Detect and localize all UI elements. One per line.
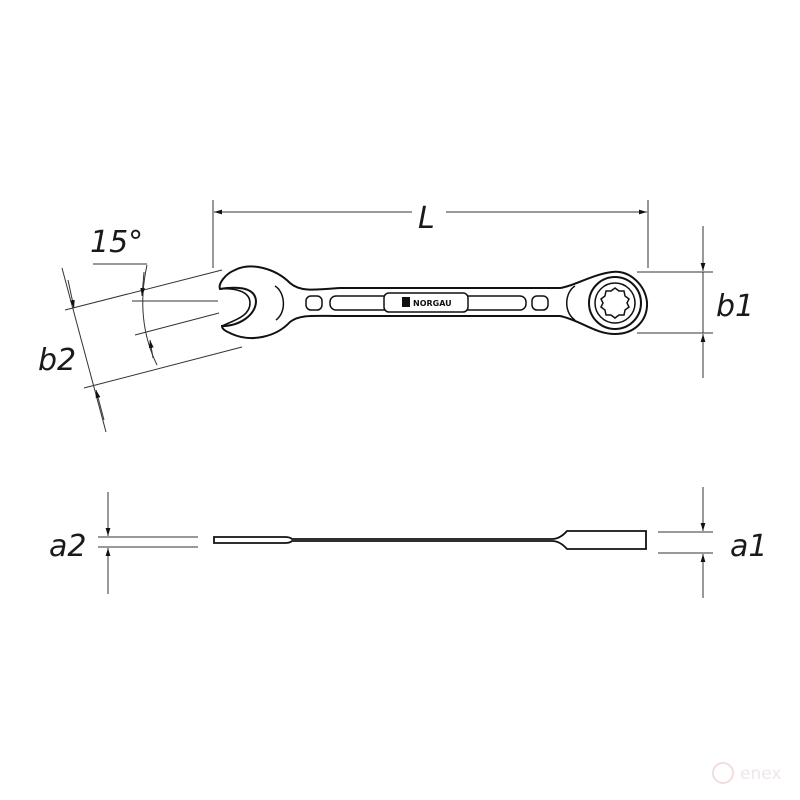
a2-label: a2 bbox=[49, 529, 86, 564]
brand-logo-square bbox=[402, 297, 410, 307]
wrench-side-outline bbox=[213, 530, 647, 550]
open-end-dimension bbox=[61, 263, 243, 433]
a2-dimension bbox=[98, 492, 198, 594]
watermark-text: enex bbox=[740, 764, 781, 784]
box-width-dimension bbox=[637, 226, 713, 378]
angle-label: 15° bbox=[90, 225, 143, 260]
b1-label: b1 bbox=[716, 289, 754, 324]
length-label: L bbox=[418, 201, 435, 236]
top-view: L b1 15° b2 bbox=[38, 200, 754, 433]
ratchet-star bbox=[600, 287, 630, 319]
b2-label: b2 bbox=[38, 343, 76, 378]
wrench-top-outline bbox=[218, 265, 649, 339]
watermark-logo-icon bbox=[712, 762, 734, 784]
a1-dimension bbox=[658, 487, 713, 598]
a1-label: a1 bbox=[730, 529, 767, 564]
watermark: enex bbox=[712, 762, 781, 784]
side-view: a2 a1 bbox=[49, 487, 767, 598]
brand-label: NORGAU bbox=[413, 299, 452, 308]
length-dimension bbox=[212, 200, 649, 268]
